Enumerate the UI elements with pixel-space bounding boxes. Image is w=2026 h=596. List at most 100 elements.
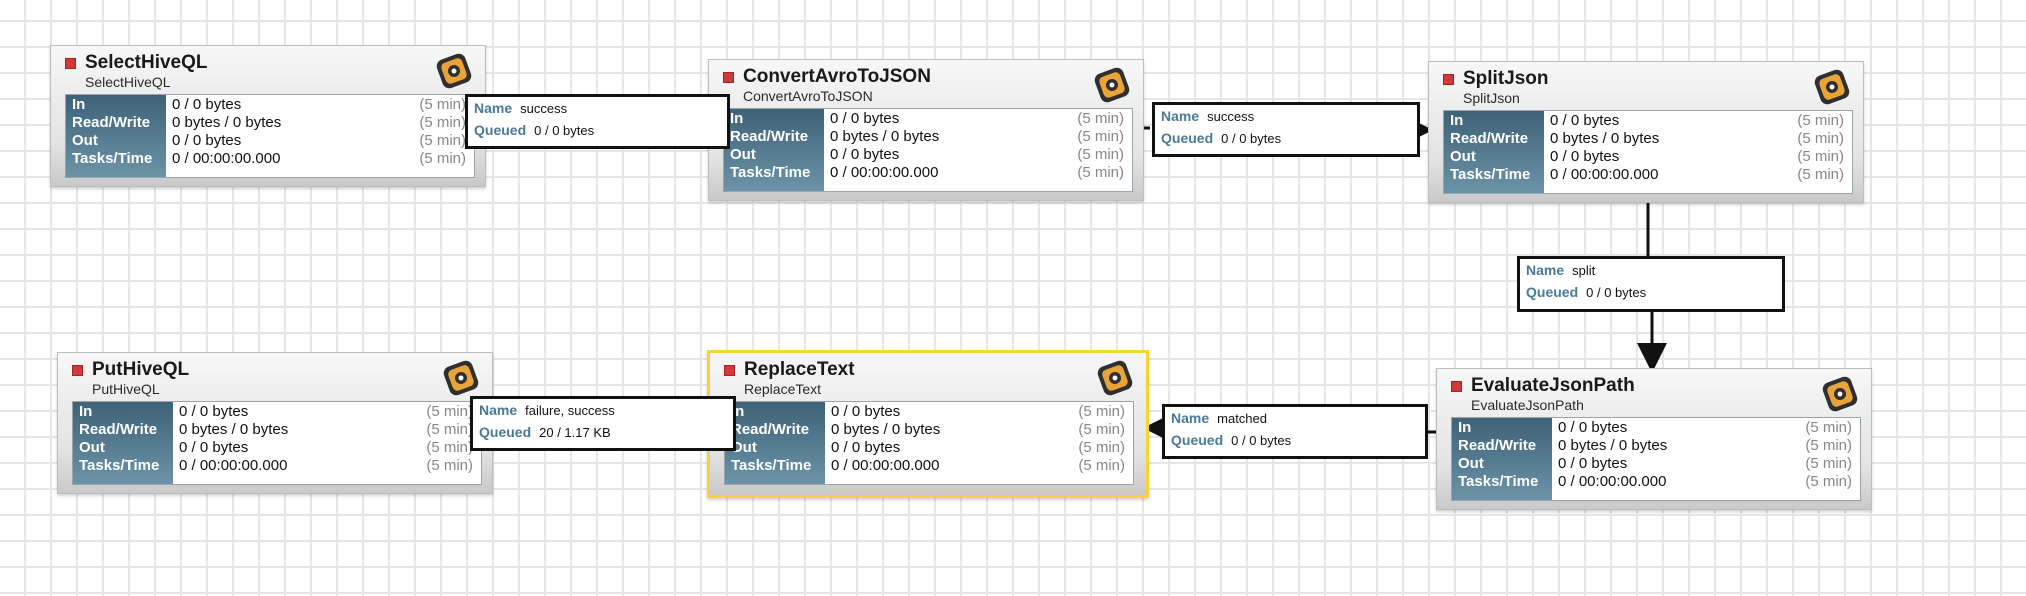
- processor-type: ReplaceText: [744, 381, 822, 397]
- processor-gear-icon: [443, 360, 479, 396]
- stat-label-rw: Read/Write: [79, 421, 158, 438]
- stat-value-out: 0 / 0 bytes: [831, 439, 901, 456]
- stat-value-in: 0 / 0 bytes: [831, 403, 901, 420]
- stat-row-tasks: 0 / 00:00:00.000(5 min): [1552, 473, 1860, 491]
- stopped-icon: [72, 365, 83, 376]
- stat-window: (5 min): [1077, 110, 1124, 127]
- stopped-icon: [723, 72, 734, 83]
- connection-queued: 20 / 1.17 KB: [539, 425, 611, 440]
- stat-window: (5 min): [1805, 419, 1852, 436]
- stat-window: (5 min): [419, 114, 466, 131]
- stat-window: (5 min): [1077, 164, 1124, 181]
- stat-value-rw: 0 bytes / 0 bytes: [179, 421, 289, 438]
- stat-label-out: Out: [730, 146, 756, 163]
- stat-row-out: 0 / 0 bytes (5 min): [824, 146, 1132, 164]
- processor-gear-icon: [1094, 67, 1130, 103]
- connection-name-row: Name success: [1155, 105, 1417, 127]
- connection-name: success: [1207, 109, 1255, 124]
- stat-row-tasks: 0 / 00:00:00.000(5 min): [825, 457, 1133, 475]
- stat-row-tasks: 0 / 00:00:00.000(5 min): [824, 164, 1132, 182]
- processor-type: SelectHiveQL: [85, 74, 171, 90]
- connection-name: matched: [1217, 411, 1268, 426]
- stat-row-rw: 0 bytes / 0 bytes(5 min): [824, 128, 1132, 146]
- stat-value-rw: 0 bytes / 0 bytes: [831, 421, 941, 438]
- stopped-icon: [65, 58, 76, 69]
- stat-label-tasks: Tasks/Time: [79, 457, 160, 474]
- connection-label-convert-to-split[interactable]: Name success Queued 0 / 0 bytes: [1152, 102, 1420, 157]
- processor-type: ConvertAvroToJSON: [743, 88, 873, 104]
- processor-stats: In Read/Write Out Tasks/Time 0 / 0 bytes…: [72, 401, 482, 485]
- processor-type: PutHiveQL: [92, 381, 160, 397]
- stat-value-tasks: 0 / 00:00:00.000: [1550, 166, 1659, 183]
- stat-window: (5 min): [1797, 130, 1844, 147]
- processor-splitjson[interactable]: SplitJson SplitJson In Read/Write Out Ta…: [1428, 61, 1864, 203]
- stat-value-tasks: 0 / 00:00:00.000: [831, 457, 940, 474]
- stat-value-in: 0 / 0 bytes: [1550, 112, 1620, 129]
- stat-label-rw: Read/Write: [72, 114, 151, 131]
- stat-row-in: 0 / 0 bytes(5 min): [824, 110, 1132, 128]
- processor-selecthiveql[interactable]: SelectHiveQL SelectHiveQL In Read/Write …: [50, 45, 486, 187]
- stat-row-in: 0 / 0 bytes(5 min): [173, 403, 481, 421]
- stat-window: (5 min): [1077, 128, 1124, 145]
- stat-label-in: In: [730, 110, 744, 127]
- stat-label-in: In: [79, 403, 93, 420]
- processor-stats: In Read/Write Out Tasks/Time 0 / 0 bytes…: [65, 94, 475, 178]
- stat-window: (5 min): [1797, 148, 1844, 165]
- stat-row-out: 0 / 0 bytes (5 min): [166, 132, 474, 150]
- stat-window: (5 min): [419, 96, 466, 113]
- stat-window: (5 min): [1078, 421, 1125, 438]
- connection-queued-key: Queued: [1161, 130, 1214, 146]
- stat-value-tasks: 0 / 00:00:00.000: [1558, 473, 1667, 490]
- stat-row-tasks: 0 / 00:00:00.000(5 min): [166, 150, 474, 168]
- stat-window: (5 min): [1797, 166, 1844, 183]
- processor-name: ReplaceText: [744, 359, 855, 380]
- processor-gear-icon: [1814, 69, 1850, 105]
- stat-window: (5 min): [1077, 146, 1124, 163]
- stat-value-rw: 0 bytes / 0 bytes: [172, 114, 282, 131]
- processor-evaluatejsonpath[interactable]: EvaluateJsonPath EvaluateJsonPath In Rea…: [1436, 368, 1872, 510]
- stat-row-in: 0 / 0 bytes(5 min): [1544, 112, 1852, 130]
- stat-value-out: 0 / 0 bytes: [830, 146, 900, 163]
- stat-window: (5 min): [419, 150, 466, 167]
- stat-label-out: Out: [1458, 455, 1484, 472]
- processor-name: PutHiveQL: [92, 359, 190, 380]
- stat-window: (5 min): [1078, 439, 1125, 456]
- processor-stats: In Read/Write Out Tasks/Time 0 / 0 bytes…: [724, 401, 1134, 485]
- stat-label-rw: Read/Write: [730, 128, 809, 145]
- stat-label-tasks: Tasks/Time: [72, 150, 153, 167]
- stat-value-out: 0 / 0 bytes: [172, 132, 242, 149]
- processor-name: SelectHiveQL: [85, 52, 208, 73]
- stat-row-out: 0 / 0 bytes(5 min): [173, 439, 481, 457]
- processor-replacetext[interactable]: ReplaceText ReplaceText In Read/Write Ou…: [707, 350, 1149, 498]
- stopped-icon: [1443, 74, 1454, 85]
- stat-window: (5 min): [419, 132, 466, 149]
- stopped-icon: [724, 365, 735, 376]
- processor-puthiveql[interactable]: PutHiveQL PutHiveQL In Read/Write Out Ta…: [57, 352, 493, 494]
- stat-row-in: 0 / 0 bytes(5 min): [1552, 419, 1860, 437]
- stat-value-in: 0 / 0 bytes: [179, 403, 249, 420]
- stat-label-out: Out: [1450, 148, 1476, 165]
- connection-name-key: Name: [479, 402, 518, 418]
- connection-name-key: Name: [1161, 108, 1200, 124]
- processor-convertavrotojson[interactable]: ConvertAvroToJSON ConvertAvroToJSON In R…: [708, 59, 1144, 201]
- stat-value-out: 0 / 0 bytes: [179, 439, 249, 456]
- connection-queued: 0 / 0 bytes: [1221, 131, 1282, 146]
- stat-value-in: 0 / 0 bytes: [172, 96, 242, 113]
- stat-window: (5 min): [426, 457, 473, 474]
- stat-label-out: Out: [79, 439, 105, 456]
- stat-value-rw: 0 bytes / 0 bytes: [1558, 437, 1668, 454]
- stat-row-rw: 0 bytes / 0 bytes (5 min): [166, 114, 474, 132]
- connection-queued: 0 / 0 bytes: [534, 123, 595, 138]
- processor-type: EvaluateJsonPath: [1471, 397, 1584, 413]
- stat-label-in: In: [72, 96, 86, 113]
